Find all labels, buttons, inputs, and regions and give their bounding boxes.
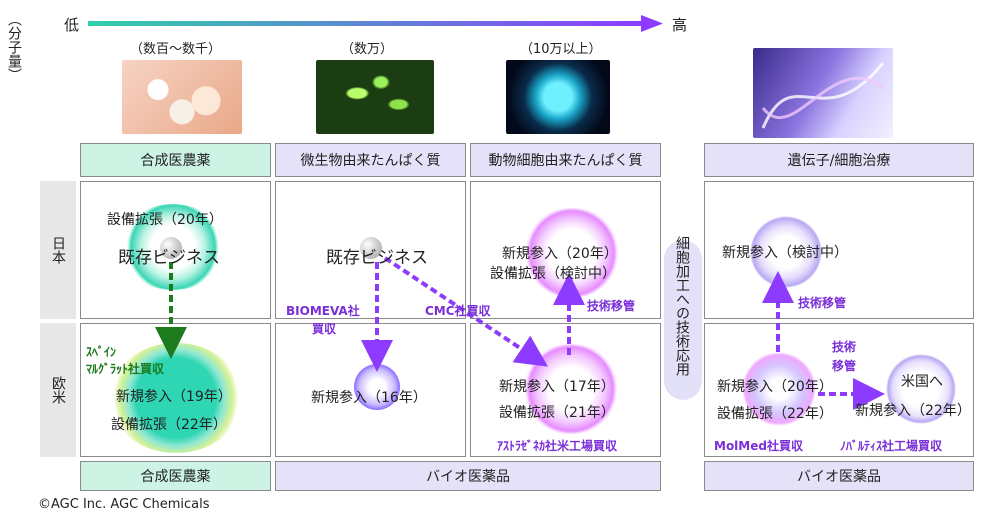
existing-business-marker-microbial (360, 237, 382, 259)
us-line2: 新規参入（22年） (855, 403, 971, 419)
axis-label: （分子量） (6, 12, 22, 82)
arrow-cmc (383, 256, 548, 367)
us-node (886, 354, 956, 424)
pills-icon (122, 60, 242, 134)
gene-west-line1: 新規参入（20年） (717, 379, 833, 395)
us-line1: 米国へ (901, 374, 943, 390)
animal-west-line2: 設備拡張（21年） (499, 405, 615, 421)
header-microbial-protein: 微生物由来たんぱく質 (275, 143, 466, 177)
cmc-label: CMC社買収 (425, 304, 491, 318)
middle-band (664, 240, 702, 400)
dna-icon (753, 48, 893, 138)
transfer-label-3-line2: 移管 (832, 359, 857, 373)
transfer-label-1: 技術移管 (587, 299, 636, 313)
animal-west-line1: 新規参入（17年） (499, 379, 615, 395)
transfer-label-2: 技術移管 (798, 296, 847, 310)
header-synthetic-pharma: 合成医農薬 (80, 143, 271, 177)
cell-gene-japan (704, 181, 974, 319)
animal-japan-line2: 設備拡張（検討中） (490, 266, 616, 282)
axis-high-label: 高 (672, 16, 688, 34)
synthetic-west-line2: 設備拡張（22年） (111, 417, 227, 433)
scale-label-2: （数万） (341, 42, 394, 57)
biomeva-label-line2: 買収 (312, 322, 337, 336)
footer-synthetic-pharma: 合成医農薬 (80, 461, 271, 491)
animal-cell-icon (506, 60, 610, 134)
gene-japan-text: 新規参入（検討中） (722, 245, 848, 261)
row-label-west: 欧米 (40, 323, 76, 457)
copyright: ©AGC Inc. AGC Chemicals (38, 497, 210, 512)
molmed-node (742, 352, 816, 426)
scale-label-1: （数百～数千） (130, 42, 222, 57)
spain-label-line2: ﾏﾙｸﾞﾗｯﾄ社買収 (86, 362, 165, 376)
molecular-weight-axis-arrow (88, 15, 663, 32)
footer-biopharma-1: バイオ医薬品 (275, 461, 661, 491)
synthetic-west-line1: 新規参入（19年） (116, 389, 232, 405)
microbial-japan-text: 既存ビジネス (326, 248, 428, 268)
row-label-japan: 日本 (40, 181, 76, 319)
biomeva-label-line1: BIOMEVA社 (286, 304, 360, 318)
scale-label-3: （10万以上） (520, 42, 602, 57)
molmed-label: MolMed社買収 (714, 439, 803, 453)
footer-biopharma-2: バイオ医薬品 (704, 461, 974, 491)
novartis-label: ﾉﾊﾞﾙﾃｨｽ社工場買収 (840, 439, 943, 453)
transfer-label-3-line1: 技術 (832, 340, 857, 354)
bacteria-icon (316, 60, 434, 134)
animal-japan-line1: 新規参入（20年） (502, 246, 618, 262)
synthetic-japan-line1: 設備拡張（20年） (107, 212, 223, 228)
spain-acquisition-node (109, 343, 243, 453)
gene-west-line2: 設備拡張（22年） (717, 406, 833, 422)
existing-business-marker (160, 237, 182, 259)
cell-processing-label: 細胞加工への技術応用 (674, 236, 690, 376)
header-gene-cell-therapy: 遺伝子/細胞治療 (704, 143, 974, 177)
astrazeneca-label: ｱｽﾄﾗｾﾞﾈｶ社米工場買収 (497, 439, 618, 453)
microbial-west-text: 新規参入（16年） (311, 390, 427, 406)
header-animal-cell-protein: 動物細胞由来たんぱく質 (470, 143, 661, 177)
spain-label-line1: ｽﾍﾟｲﾝ (86, 345, 117, 359)
synthetic-japan-line2: 既存ビジネス (118, 248, 220, 268)
axis-low-label: 低 (64, 16, 80, 34)
